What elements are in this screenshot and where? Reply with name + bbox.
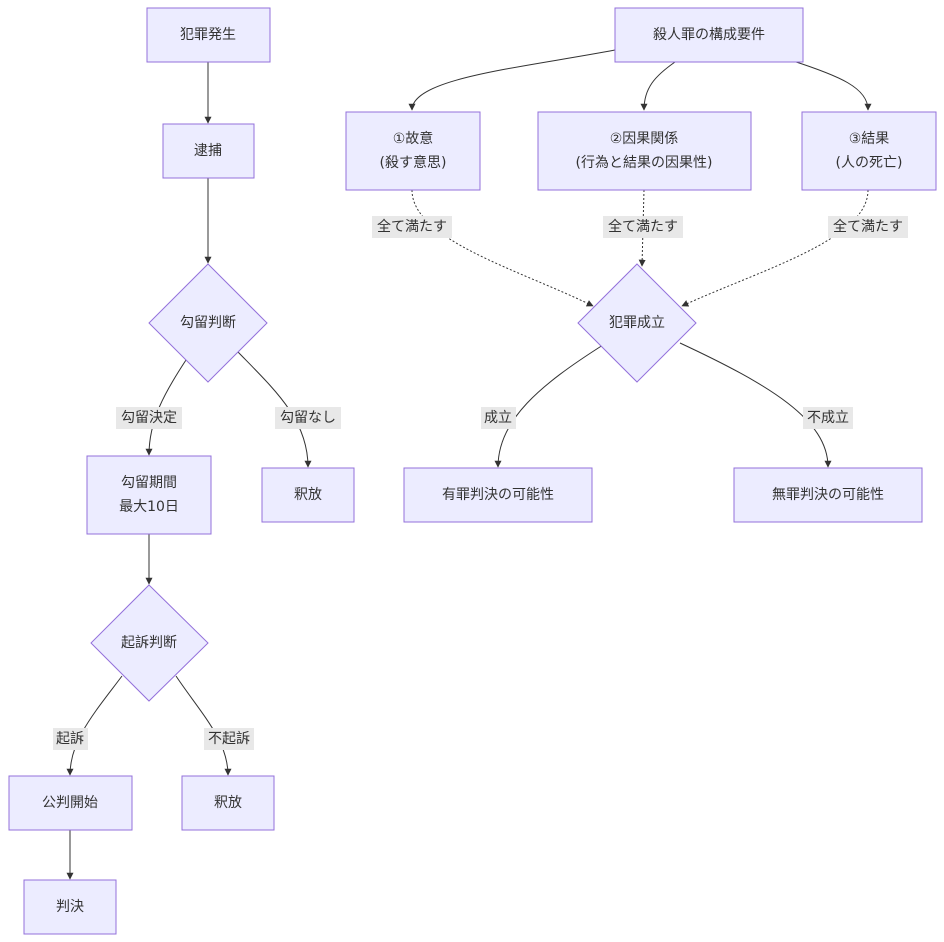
- edge-causation-to-crime-established: [638, 189, 646, 267]
- edge-label-no-detention: 勾留なし: [275, 407, 341, 429]
- node-causation: ②因果関係 (行為と結果の因果性): [537, 111, 752, 191]
- node-murder-requirements: 殺人罪の構成要件: [614, 7, 804, 63]
- node-detention-decision: 勾留判断: [148, 263, 268, 383]
- svg-text:全て満たす: 全て満たす: [377, 218, 447, 235]
- edge-label-established: 成立: [481, 407, 516, 429]
- node-label: 殺人罪の構成要件: [653, 27, 765, 43]
- node-crime-occurs: 犯罪発生: [146, 7, 271, 63]
- edge-requirements-to-causation: [640, 61, 676, 111]
- svg-text:全て満たす: 全て満たす: [833, 218, 903, 235]
- edge-result-to-crime-established: [681, 189, 869, 307]
- svg-text:不成立: 不成立: [807, 410, 849, 426]
- node-label: 犯罪発生: [180, 27, 236, 43]
- node-label: 判決: [56, 899, 84, 915]
- node-arrest: 逮捕: [162, 123, 255, 179]
- node-label: 有罪判決の可能性: [442, 487, 554, 503]
- edge-label-prosecute: 起訴: [53, 728, 88, 750]
- svg-text:勾留決定: 勾留決定: [121, 410, 177, 426]
- svg-text:成立: 成立: [484, 410, 512, 426]
- node-label: 釈放: [214, 795, 242, 811]
- svg-text:不起訴: 不起訴: [208, 731, 250, 747]
- edge-prosecute: [66, 675, 123, 776]
- node-label: 無罪判決の可能性: [772, 487, 884, 503]
- node-label-line-1: ②因果関係: [610, 131, 679, 147]
- node-judgment: 判決: [23, 879, 117, 935]
- edge-label-not-prosecute: 不起訴: [204, 728, 254, 750]
- node-label: 公判開始: [42, 795, 98, 811]
- edge-label-not-established: 不成立: [803, 407, 853, 429]
- node-guilty-possible: 有罪判決の可能性: [403, 467, 593, 523]
- node-detention-period: 勾留期間 最大10日: [86, 455, 212, 535]
- edge-not-prosecute: [175, 675, 232, 776]
- edge-detention-decided: [145, 359, 187, 456]
- edge-label-detention-decided: 勾留決定: [116, 407, 182, 429]
- node-release-1: 釈放: [261, 467, 355, 523]
- node-crime-established: 犯罪成立: [577, 263, 697, 383]
- node-label: 犯罪成立: [609, 315, 665, 331]
- svg-text:起訴: 起訴: [56, 731, 84, 747]
- edge-label-all-met-3: 全て満たす: [828, 216, 908, 238]
- node-label-line-2: (人の死亡): [836, 155, 903, 171]
- node-release-2: 釈放: [181, 775, 275, 831]
- node-label-line-2: (行為と結果の因果性): [576, 155, 713, 171]
- edge-established: [494, 344, 604, 468]
- node-label-line-2: (殺す意思): [380, 154, 447, 171]
- edge-requirements-to-result: [789, 59, 872, 111]
- node-label-line-1: 勾留期間: [121, 475, 177, 491]
- node-trial-start: 公判開始: [8, 775, 133, 831]
- node-not-guilty-possible: 無罪判決の可能性: [733, 467, 923, 523]
- node-label: 逮捕: [194, 143, 222, 159]
- svg-text:全て満たす: 全て満たす: [608, 218, 678, 235]
- node-label-line-1: ①故意: [393, 130, 434, 147]
- edge-no-detention: [237, 351, 312, 468]
- node-label: 勾留判断: [180, 315, 236, 331]
- node-label-line-1: ③結果: [849, 131, 890, 147]
- edge-intent-to-crime-established: [411, 189, 594, 307]
- node-prosecution-decision: 起訴判断: [90, 584, 209, 702]
- node-label: 釈放: [294, 487, 322, 503]
- node-result: ③結果 (人の死亡): [801, 111, 937, 191]
- edge-requirements-to-intent: [408, 49, 616, 111]
- node-label: 起訴判断: [121, 635, 177, 651]
- edge-not-established: [679, 342, 832, 468]
- edge-label-all-met-1: 全て満たす: [372, 216, 452, 238]
- node-label-line-2: 最大10日: [119, 499, 179, 515]
- node-intent: ①故意 (殺す意思): [345, 111, 481, 191]
- edge-label-all-met-2: 全て満たす: [603, 216, 683, 238]
- svg-text:勾留なし: 勾留なし: [280, 410, 336, 426]
